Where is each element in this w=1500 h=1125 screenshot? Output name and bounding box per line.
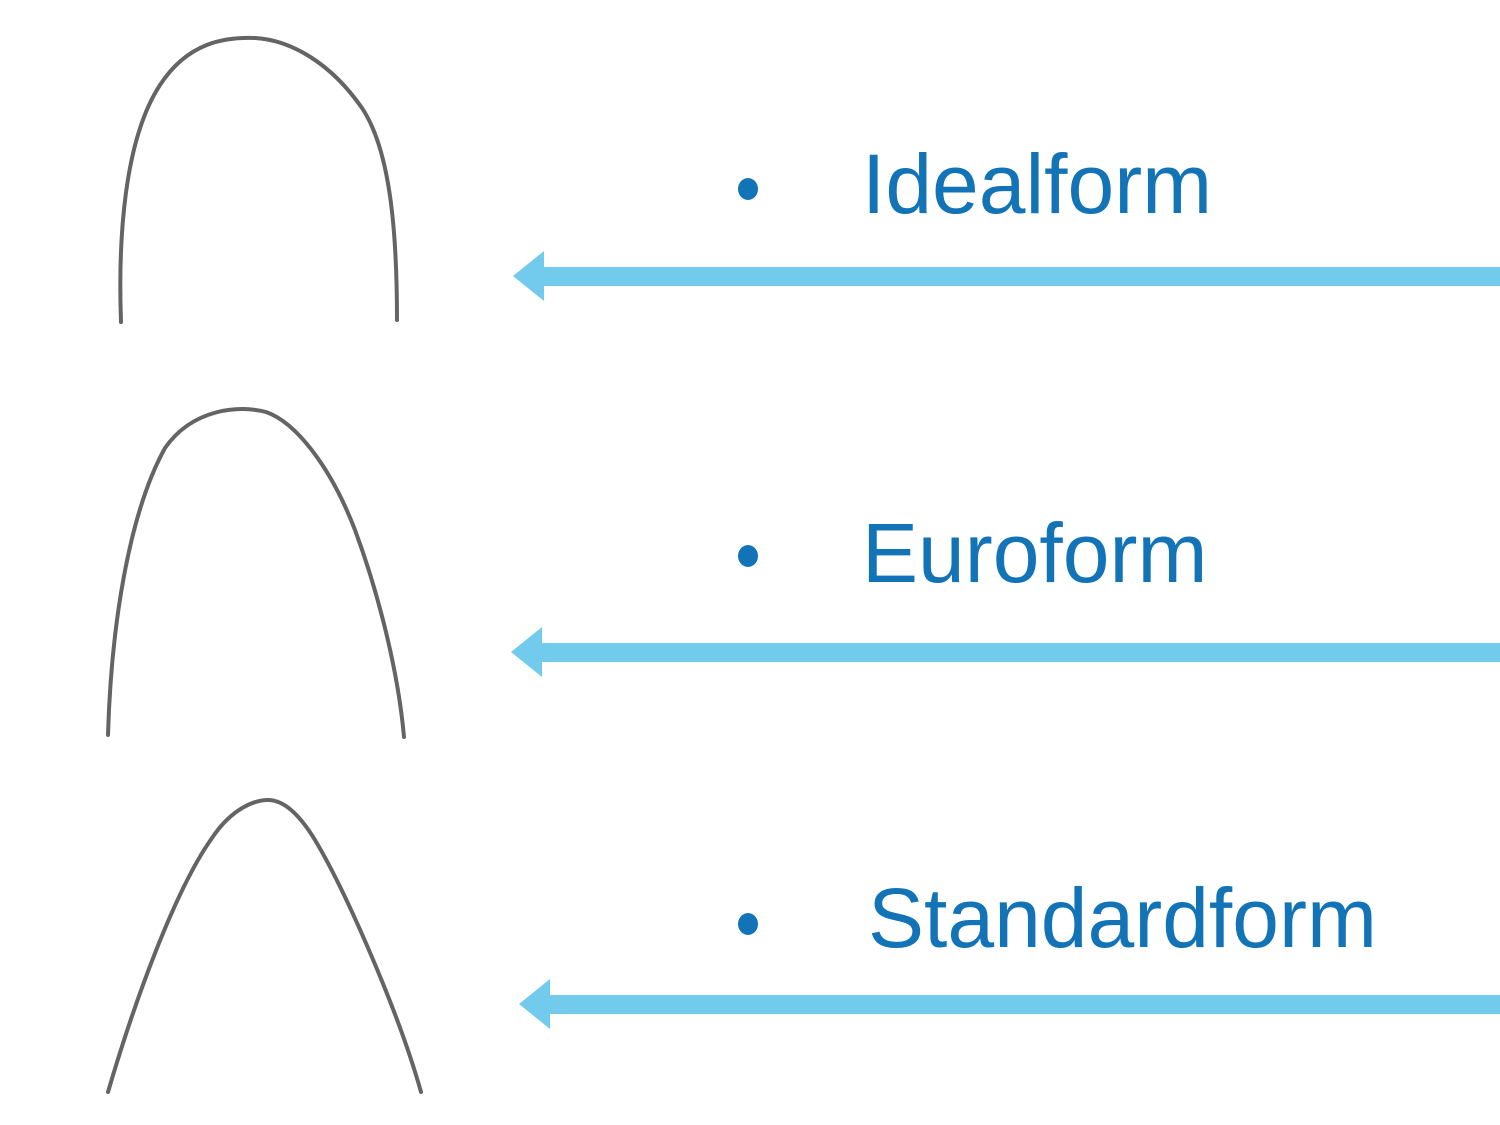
arrow-head-icon bbox=[513, 251, 544, 301]
archform-label-standardform: Standardform bbox=[868, 871, 1377, 965]
arrow-head-icon bbox=[511, 627, 542, 677]
left-arrow bbox=[511, 627, 1500, 677]
bullet-point bbox=[738, 178, 758, 200]
standardform-archwire-curve bbox=[106, 797, 423, 1094]
arrow-shaft bbox=[542, 642, 1500, 662]
bullet-point bbox=[738, 913, 758, 935]
bullet-point bbox=[738, 545, 758, 567]
left-arrow bbox=[519, 979, 1500, 1029]
idealform-archwire-curve bbox=[118, 35, 399, 324]
arrow-shaft bbox=[544, 266, 1500, 286]
euroform-archwire-curve bbox=[106, 407, 406, 739]
archform-label-idealform: Idealform bbox=[862, 137, 1213, 231]
arrow-shaft bbox=[550, 994, 1500, 1014]
left-arrow bbox=[513, 251, 1500, 301]
archform-label-euroform: Euroform bbox=[862, 506, 1208, 600]
arrow-head-icon bbox=[519, 979, 550, 1029]
